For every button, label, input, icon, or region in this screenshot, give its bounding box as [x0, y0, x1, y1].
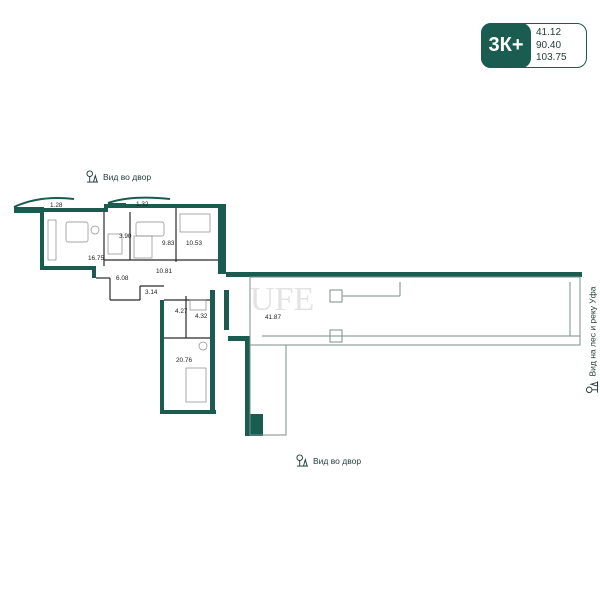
balcony-slab: [108, 203, 126, 208]
room-area-bathroom-a: 4.27: [175, 308, 188, 315]
wall: [92, 266, 96, 278]
balcony-arc: [107, 196, 171, 204]
wall: [40, 208, 44, 268]
room-area-hall: 10.81: [156, 268, 172, 275]
area-summary: 41.12 90.40 103.75: [536, 27, 567, 65]
wall: [228, 336, 248, 341]
room-area-bathroom-small: 3.90: [119, 233, 132, 240]
wall: [224, 290, 229, 330]
wall: [40, 208, 104, 212]
wall: [218, 204, 226, 274]
room-area-bedroom-2: 10.53: [186, 240, 202, 247]
furniture: [47, 213, 211, 403]
room-area-wardrobe: 3.14: [145, 289, 158, 296]
wall: [160, 410, 216, 414]
view-label-top-text: Вид во двор: [103, 171, 152, 182]
thick-walls: [14, 203, 582, 436]
view-label-bottom-text: Вид во двор: [313, 455, 362, 466]
room-area-balcony-mid: 1.32: [136, 201, 149, 208]
apartment-type-label: 3К+: [481, 23, 531, 68]
wall: [40, 266, 96, 270]
wall: [176, 204, 226, 208]
wall: [160, 300, 164, 414]
living-area: 41.12: [536, 27, 562, 38]
wall: [210, 290, 215, 414]
tree-icon: [296, 454, 309, 467]
terrace-outline: [249, 276, 581, 436]
room-area-bathroom-b: 4.32: [195, 313, 208, 320]
view-label-right: Вид на лес и реку Уфа: [585, 264, 599, 394]
total-area-with-terrace: 103.75: [536, 52, 567, 63]
balcony-slab: [14, 207, 44, 213]
wall: [104, 204, 176, 208]
view-label-top: Вид во двор: [86, 170, 151, 183]
column: [245, 414, 263, 436]
room-area-corridor: 6.08: [116, 275, 129, 282]
room-labels: 1.28 1.32 3.90 9.83 10.53 16.75 10.81 6.…: [50, 201, 281, 364]
watermark: UFE: [250, 281, 314, 318]
apartment-type-badge: 3К+ 41.12 90.40 103.75: [481, 23, 587, 68]
room-area-kitchen-living: 16.75: [88, 255, 104, 262]
tree-icon: [585, 381, 599, 394]
terrace-top-wall: [226, 272, 582, 277]
tree-icon: [86, 170, 99, 183]
balcony-arc: [13, 197, 75, 208]
view-label-bottom: Вид во двор: [296, 454, 361, 467]
room-area-bedroom-1: 9.83: [162, 240, 175, 247]
wall: [245, 336, 250, 434]
room-area-terrace: 41.87: [265, 314, 281, 321]
total-area: 90.40: [536, 39, 562, 51]
room-area-balcony-left: 1.28: [50, 202, 63, 209]
room-area-master-bedroom: 20.76: [176, 357, 192, 364]
